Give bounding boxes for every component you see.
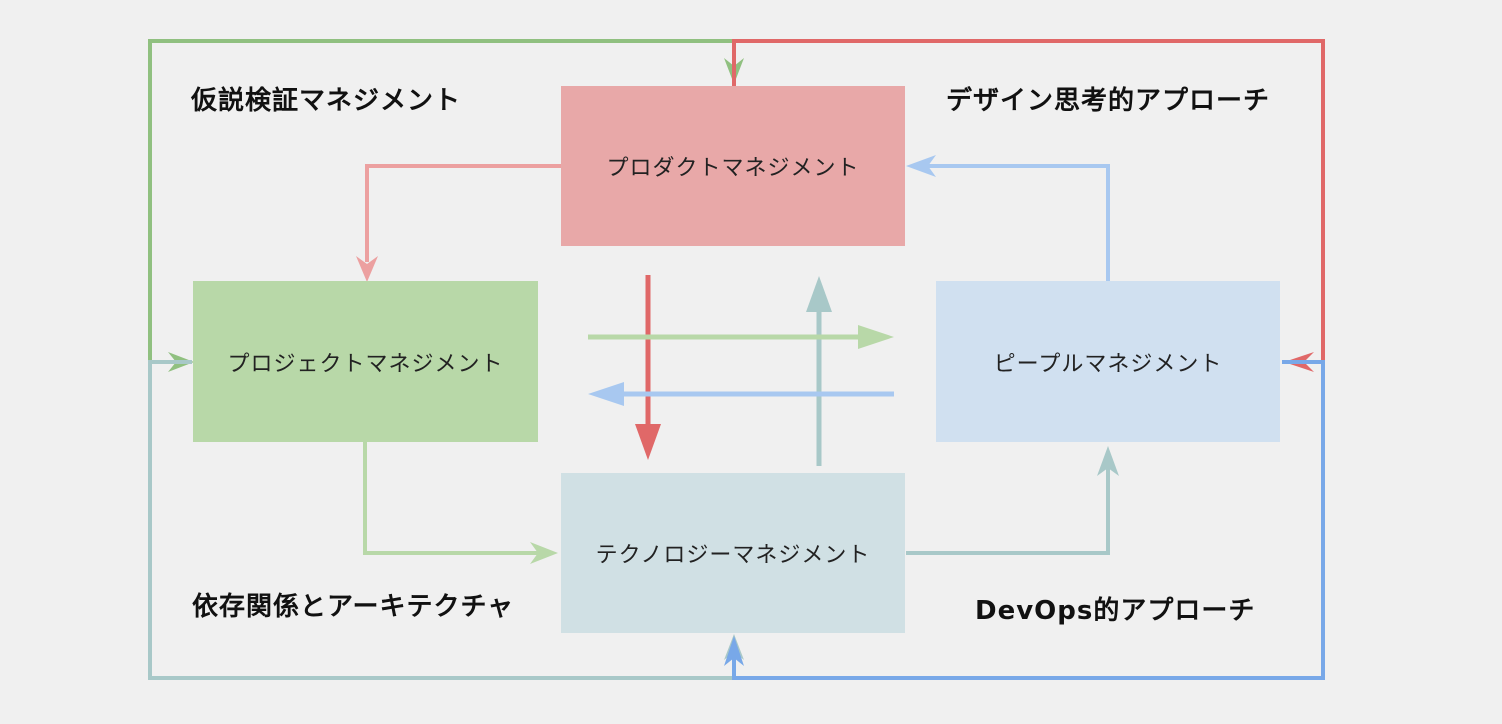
project-management-node: プロジェクトマネジメント — [193, 281, 538, 442]
project-management-label: プロジェクトマネジメント — [227, 351, 504, 377]
people-management-node: ピープルマネジメント — [936, 281, 1280, 442]
center-green-right-arrowhead — [858, 325, 894, 349]
technology-to-people-arrowhead — [1097, 446, 1119, 476]
top-left-corner-label: 仮説検証マネジメント — [191, 86, 462, 116]
bottom-right-corner-label: DevOps的アプローチ — [975, 596, 1256, 626]
product-to-project-arrow — [365, 164, 562, 262]
product-management-label: プロダクトマネジメント — [606, 156, 860, 181]
blue-outer-loop — [732, 360, 1325, 680]
center-blue-left-arrowhead — [588, 382, 624, 406]
technology-management-label: テクノロジーマネジメント — [595, 543, 871, 568]
people-management-label: ピープルマネジメント — [993, 351, 1223, 377]
project-to-technology-arrow — [363, 442, 540, 555]
technology-to-people-arrow — [906, 462, 1110, 555]
center-red-down-arrowhead — [635, 424, 661, 460]
technology-management-node: テクノロジーマネジメント — [561, 473, 905, 633]
people-to-product-arrow — [926, 164, 1110, 282]
center-teal-up-arrowhead — [806, 276, 832, 312]
product-to-project-arrowhead — [356, 256, 378, 282]
bottom-left-corner-label: 依存関係とアーキテクチャ — [192, 592, 515, 622]
top-right-corner-label: デザイン思考的アプローチ — [946, 86, 1271, 116]
people-to-product-arrowhead — [906, 155, 936, 177]
blue-outer-arrowhead — [724, 636, 744, 666]
project-to-technology-arrowhead — [530, 542, 558, 564]
product-management-node: プロダクトマネジメント — [561, 86, 905, 246]
